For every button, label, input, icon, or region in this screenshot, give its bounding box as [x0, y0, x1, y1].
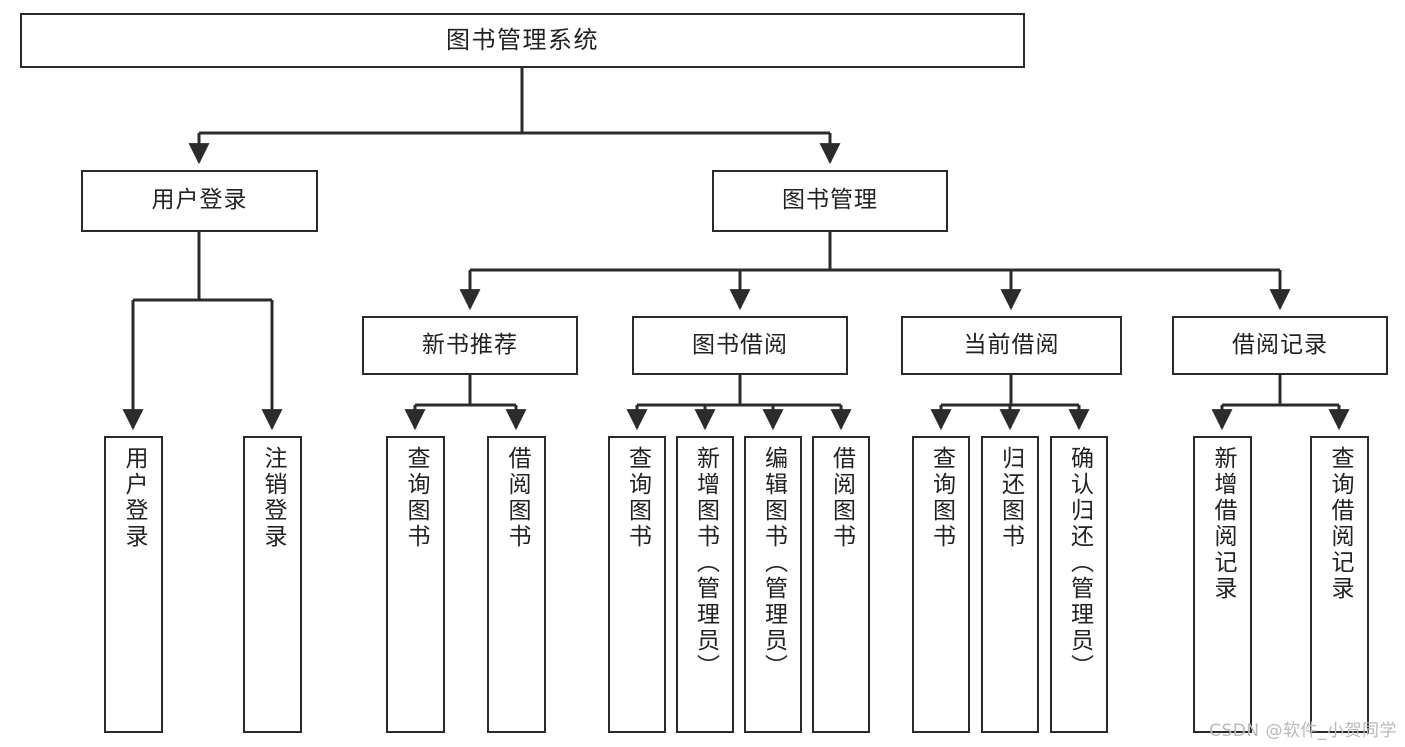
node-root[interactable]: 图书管理系统 [20, 13, 1025, 68]
node-leaf-edit-book-label: 编辑图书（管理员） [760, 446, 787, 680]
node-leaf-confirm-return-label: 确认归还（管理员） [1066, 446, 1093, 680]
node-leaf-query-book-3[interactable]: 查询图书 [912, 436, 970, 733]
node-leaf-user-login[interactable]: 用户登录 [104, 436, 163, 733]
csdn-watermark: CSDN @软件_小贺同学 [1209, 721, 1397, 741]
node-user-login-label: 用户登录 [151, 187, 248, 214]
node-book-borrow[interactable]: 图书借阅 [632, 316, 848, 375]
node-new-book-recommend[interactable]: 新书推荐 [362, 316, 578, 375]
node-leaf-return-book-label: 归还图书 [997, 446, 1024, 550]
node-leaf-query-book-2-label: 查询图书 [624, 446, 651, 550]
node-leaf-user-login-label: 用户登录 [121, 446, 147, 550]
node-borrow-record[interactable]: 借阅记录 [1172, 316, 1388, 375]
node-leaf-borrow-book-1[interactable]: 借阅图书 [487, 436, 546, 733]
node-leaf-add-book-label: 新增图书（管理员） [692, 446, 719, 680]
node-leaf-query-record[interactable]: 查询借阅记录 [1310, 436, 1369, 733]
node-leaf-user-logout-label: 注销登录 [260, 446, 286, 550]
node-leaf-query-book-2[interactable]: 查询图书 [608, 436, 666, 733]
node-leaf-edit-book[interactable]: 编辑图书（管理员） [744, 436, 802, 733]
node-root-label: 图书管理系统 [446, 26, 599, 55]
node-leaf-query-book-3-label: 查询图书 [928, 446, 955, 550]
node-borrow-record-label: 借阅记录 [1232, 331, 1328, 358]
node-book-manage[interactable]: 图书管理 [712, 170, 948, 232]
node-leaf-query-book-1-label: 查询图书 [403, 446, 429, 550]
node-leaf-query-book-1[interactable]: 查询图书 [386, 436, 445, 733]
node-current-borrow-label: 当前借阅 [963, 331, 1060, 358]
node-leaf-return-book[interactable]: 归还图书 [981, 436, 1039, 733]
node-leaf-borrow-book-2[interactable]: 借阅图书 [812, 436, 870, 733]
node-leaf-add-book[interactable]: 新增图书（管理员） [676, 436, 734, 733]
node-new-book-recommend-label: 新书推荐 [422, 331, 518, 358]
node-leaf-user-logout[interactable]: 注销登录 [243, 436, 302, 733]
node-leaf-add-record-label: 新增借阅记录 [1210, 446, 1236, 602]
node-leaf-borrow-book-2-label: 借阅图书 [828, 446, 855, 550]
node-leaf-confirm-return[interactable]: 确认归还（管理员） [1050, 436, 1108, 733]
node-leaf-borrow-book-1-label: 借阅图书 [504, 446, 530, 550]
node-book-borrow-label: 图书借阅 [692, 331, 788, 358]
node-leaf-add-record[interactable]: 新增借阅记录 [1193, 436, 1252, 733]
node-leaf-query-record-label: 查询借阅记录 [1327, 446, 1353, 602]
node-user-login[interactable]: 用户登录 [81, 170, 318, 232]
node-book-manage-label: 图书管理 [782, 187, 878, 214]
node-current-borrow[interactable]: 当前借阅 [901, 316, 1122, 375]
